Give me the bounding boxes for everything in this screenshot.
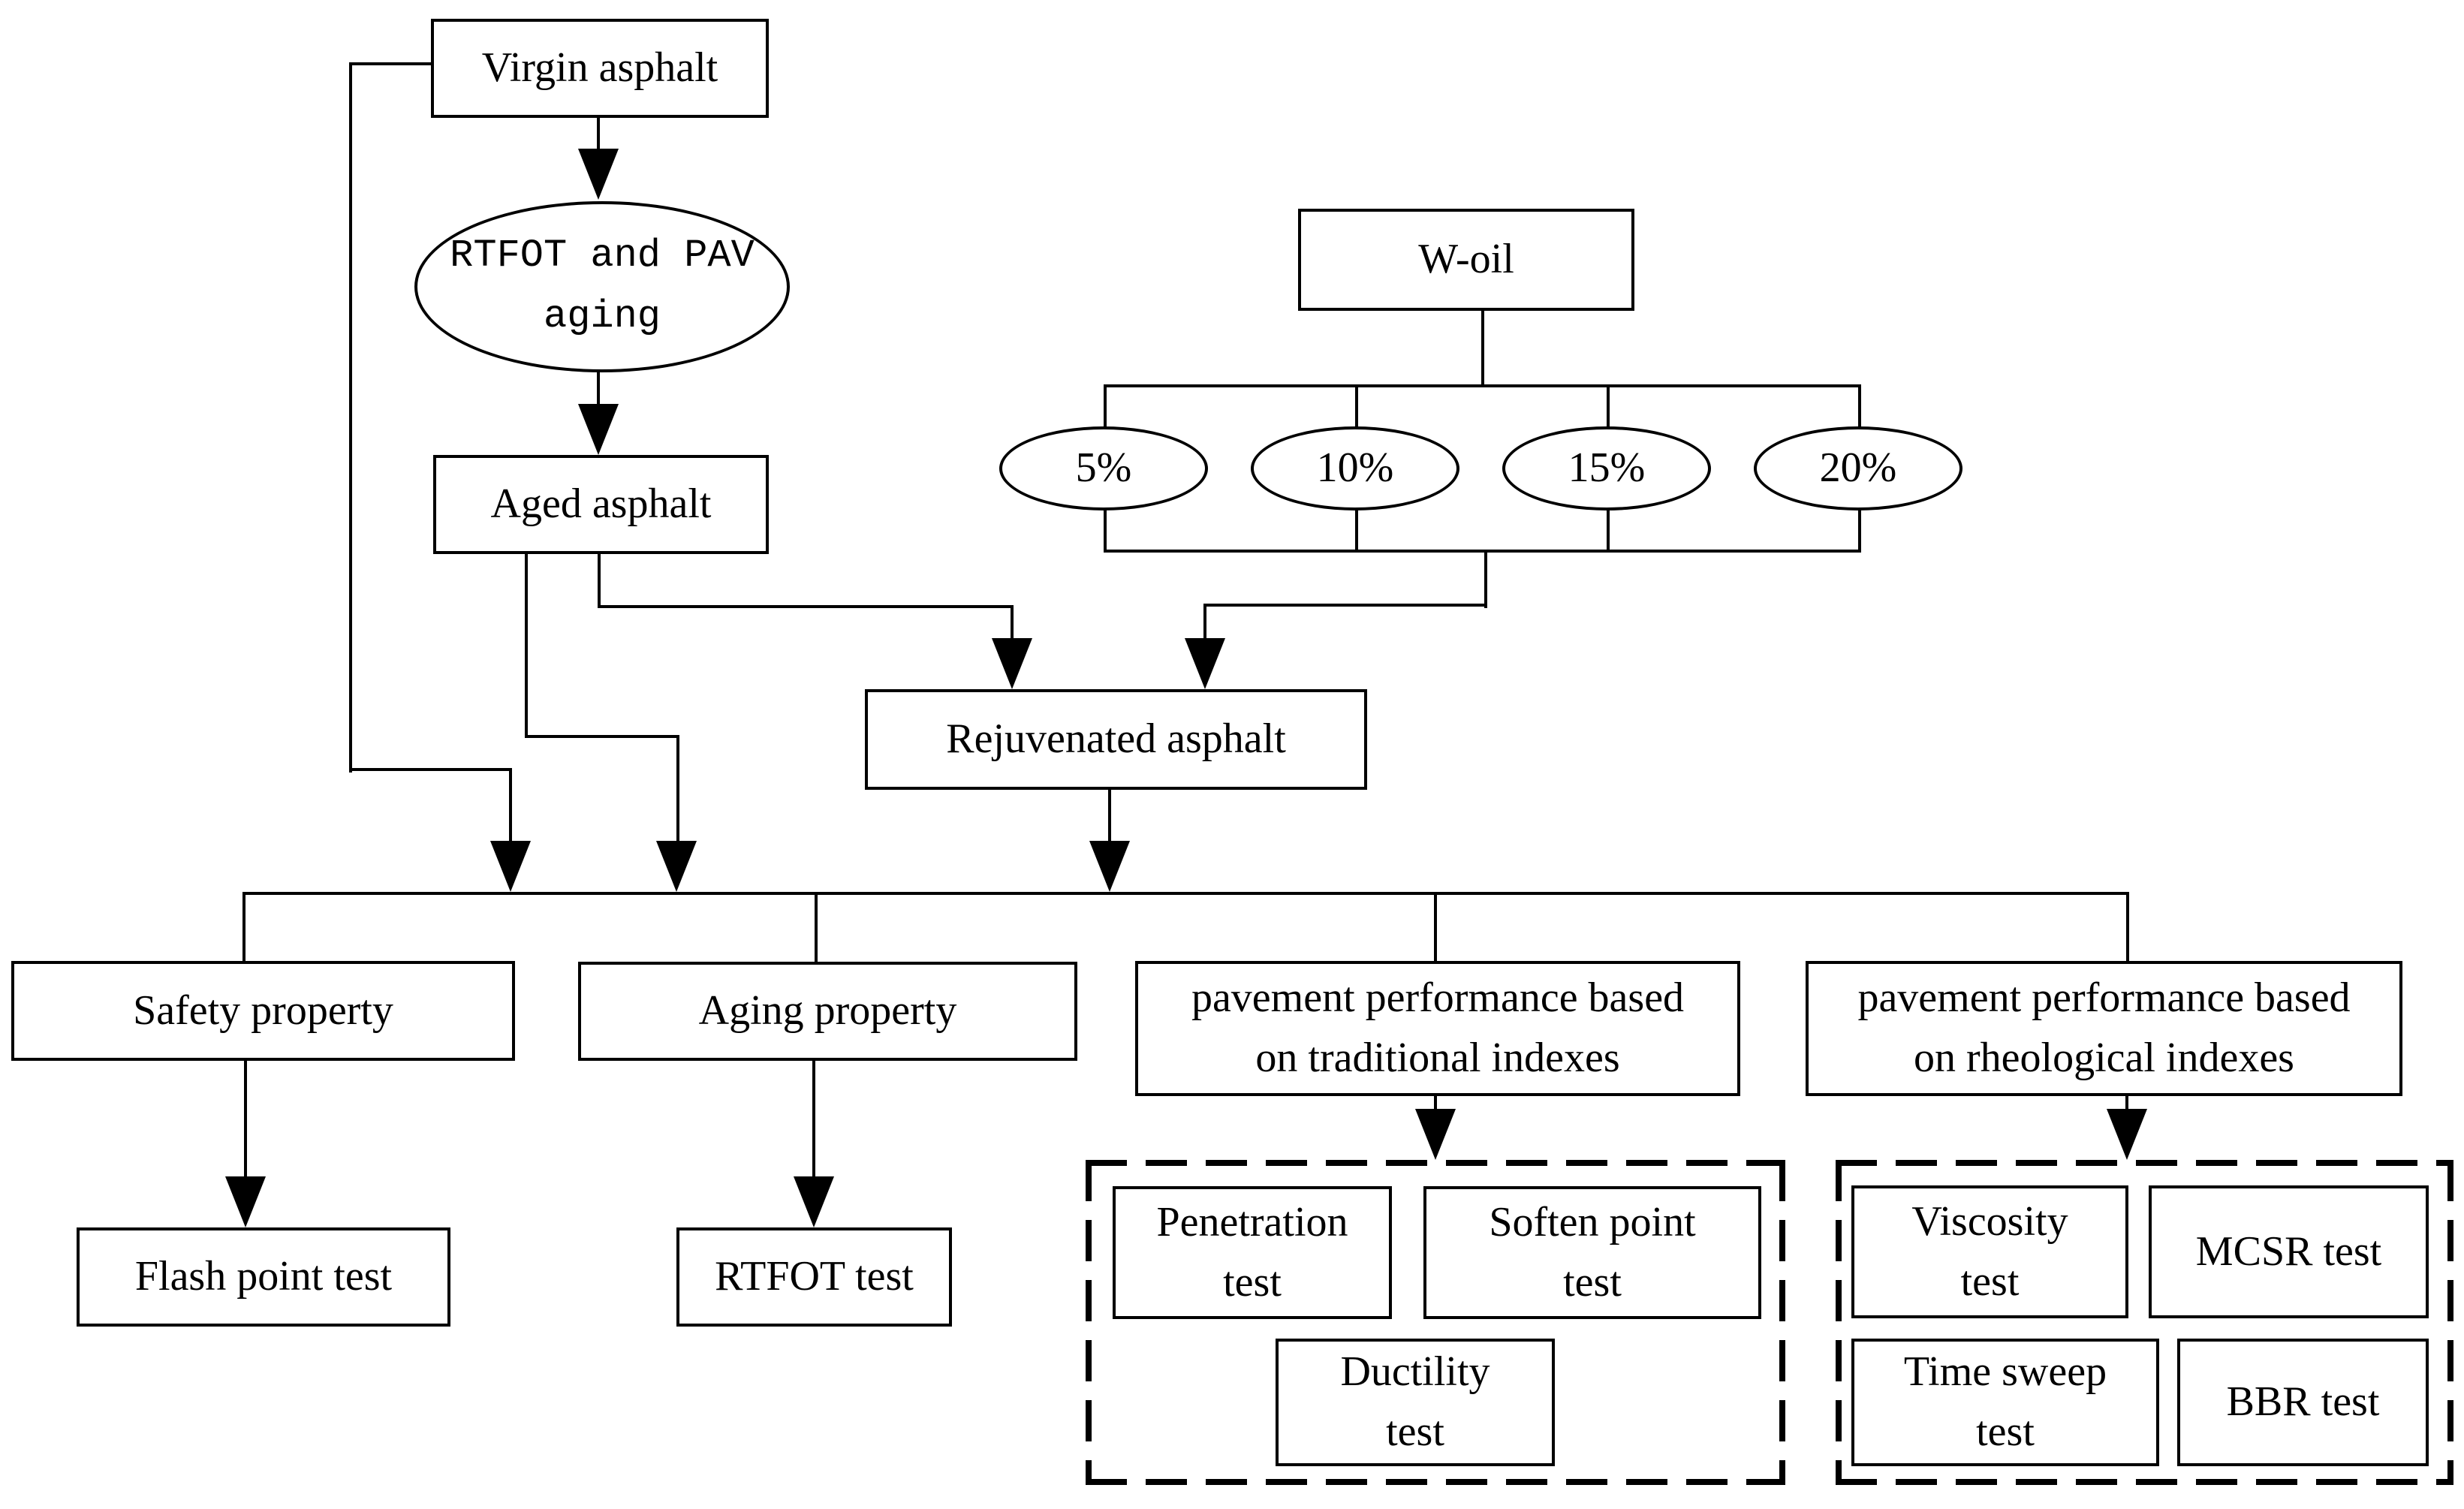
connector (509, 768, 512, 843)
connector (598, 605, 1014, 608)
viscosity-test-line1: Viscosity (1911, 1197, 2068, 1245)
pavement-traditional-box: pavement performance based on traditiona… (1135, 961, 1740, 1096)
arrowhead (1089, 841, 1130, 892)
ductility-test-line2: test (1386, 1408, 1444, 1455)
arrowhead (225, 1176, 266, 1227)
time-sweep-test-line1: Time sweep (1903, 1348, 2107, 1396)
aging-property-box: Aging property (578, 962, 1077, 1061)
connector (242, 892, 245, 962)
dosage-10-ellipse: 10% (1251, 426, 1459, 511)
connector (351, 62, 434, 65)
connector (1355, 509, 1358, 553)
ductility-test-line1: Ductility (1340, 1348, 1490, 1396)
safety-property-box: Safety property (11, 961, 515, 1061)
dosage-15-ellipse: 15% (1502, 426, 1711, 511)
connector (1104, 384, 1861, 387)
aged-asphalt-box: Aged asphalt (433, 455, 769, 554)
connector (1355, 384, 1358, 428)
bbr-test-box: BBR test (2177, 1339, 2429, 1466)
rtfot-test-box: RTFOT test (676, 1227, 952, 1327)
connector (525, 551, 528, 738)
pavement-rheological-box: pavement performance based on rheologica… (1806, 961, 2402, 1096)
connector (525, 735, 679, 738)
rtfot-pav-aging-line1: RTFOT and PAV (450, 233, 755, 279)
flash-point-test-box: Flash point test (77, 1227, 450, 1327)
connector (1484, 550, 1487, 608)
dosage-5-ellipse: 5% (999, 426, 1208, 511)
arrowhead (656, 841, 697, 892)
w-oil-box: W-oil (1298, 209, 1634, 311)
dosage-20-ellipse: 20% (1754, 426, 1962, 511)
arrowhead (2107, 1109, 2147, 1160)
connector (2125, 1095, 2128, 1116)
connector (1203, 604, 1206, 641)
mcsr-test-box: MCSR test (2149, 1185, 2429, 1318)
arrowhead (578, 404, 619, 455)
rejuvenated-asphalt-box: Rejuvenated asphalt (865, 689, 1367, 790)
connector (1858, 384, 1861, 428)
arrowhead (578, 149, 619, 200)
connector (815, 892, 818, 963)
pavement-rheological-line2: on rheological indexes (1914, 1035, 2294, 1081)
soften-point-test-box: Soften point test (1423, 1186, 1761, 1319)
penetration-test-box: Penetration test (1113, 1186, 1392, 1319)
connector (244, 1059, 247, 1179)
connector (1607, 509, 1610, 553)
connector (812, 1059, 815, 1179)
connector (1108, 790, 1111, 844)
penetration-test-line2: test (1223, 1258, 1282, 1306)
rtfot-pav-aging-line2: aging (543, 294, 661, 339)
connector (349, 62, 352, 773)
connector (242, 892, 2129, 895)
connector (1104, 550, 1861, 553)
connector (597, 118, 600, 154)
connector (1203, 604, 1487, 607)
connector (349, 768, 512, 771)
arrowhead (992, 638, 1032, 689)
rtfot-pav-aging-ellipse: RTFOT and PAV aging (414, 201, 790, 372)
connector (1104, 509, 1107, 553)
connector (676, 735, 679, 843)
arrowhead (490, 841, 531, 892)
virgin-asphalt-box: Virgin asphalt (431, 19, 769, 118)
connector (2126, 892, 2129, 962)
connector (597, 372, 600, 405)
connector (1011, 605, 1014, 641)
penetration-test-line1: Penetration (1156, 1198, 1348, 1245)
connector (1104, 384, 1107, 428)
arrowhead (1185, 638, 1225, 689)
time-sweep-test-box: Time sweep test (1851, 1339, 2159, 1466)
pavement-rheological-line1: pavement performance based (1857, 974, 2351, 1022)
connector (1434, 892, 1437, 962)
arrowhead (794, 1176, 834, 1227)
viscosity-test-line2: test (1960, 1258, 2020, 1305)
pavement-traditional-line1: pavement performance based (1191, 974, 1685, 1022)
viscosity-test-box: Viscosity test (1851, 1185, 2128, 1318)
connector (1434, 1095, 1437, 1116)
ductility-test-box: Ductility test (1276, 1339, 1555, 1466)
soften-point-test-line2: test (1563, 1258, 1622, 1306)
connector (1607, 384, 1610, 428)
pavement-traditional-line2: on traditional indexes (1255, 1035, 1620, 1081)
connector (598, 551, 601, 608)
arrowhead (1415, 1109, 1456, 1160)
connector (1858, 509, 1861, 553)
soften-point-test-line1: Soften point (1489, 1198, 1696, 1245)
time-sweep-test-line2: test (1976, 1408, 2035, 1455)
connector (1481, 309, 1484, 387)
